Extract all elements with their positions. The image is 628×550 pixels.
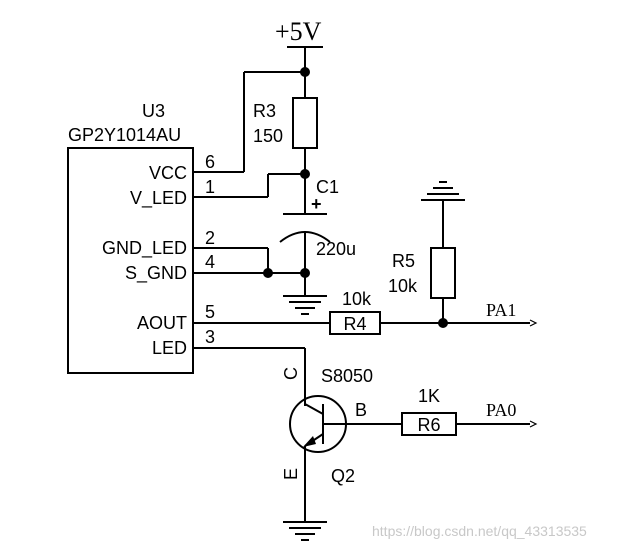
resistor-r6: R6 1K PA0 xyxy=(401,386,538,436)
net-label-pa1: PA1 xyxy=(486,300,516,320)
power-symbol-5v: +5V xyxy=(275,17,323,98)
r3-value: 150 xyxy=(253,126,283,146)
junction-dot xyxy=(300,67,310,77)
q2-pin-b: B xyxy=(355,400,367,420)
pin-name-v-led: V_LED xyxy=(130,188,187,209)
r6-value: 1K xyxy=(418,386,440,406)
pin-number-2: 2 xyxy=(205,228,215,248)
led-wire xyxy=(193,347,306,406)
r6-ref: R6 xyxy=(417,415,440,435)
q2-ref: Q2 xyxy=(331,466,355,486)
transistor-q2: S8050 Q2 B C E xyxy=(281,366,402,522)
pin-name-gnd-led: GND_LED xyxy=(102,238,187,259)
aout-wire: PA1 xyxy=(193,300,538,328)
pin-name-led: LED xyxy=(152,338,187,358)
watermark: https://blog.csdn.net/qq_43313535 xyxy=(372,523,587,539)
ground-symbol xyxy=(283,295,327,315)
ic-ref: U3 xyxy=(142,101,165,121)
resistor-r4: R4 10k xyxy=(329,289,381,335)
ic-u3: U3 GP2Y1014AU VCC V_LED GND_LED S_GND AO… xyxy=(67,101,215,374)
vcc-wire xyxy=(193,67,310,173)
r5-ref: R5 xyxy=(392,251,415,271)
c1-value: 220u xyxy=(316,239,356,259)
q2-part: S8050 xyxy=(321,366,373,386)
resistor-r5: R5 10k xyxy=(388,200,456,323)
ground-symbol xyxy=(421,181,465,201)
r4-ref: R4 xyxy=(343,314,366,334)
c1-ref: C1 xyxy=(316,177,339,197)
q2-pin-e: E xyxy=(281,468,301,480)
ic-part: GP2Y1014AU xyxy=(68,125,181,145)
v-led-wire xyxy=(193,169,310,198)
q2-pin-c: C xyxy=(281,367,301,380)
ground-pin-wires xyxy=(193,247,305,278)
ground-symbol xyxy=(283,521,327,541)
resistor-r3: R3 150 xyxy=(253,97,318,214)
pin-name-s-gnd: S_GND xyxy=(125,263,187,284)
r3-ref: R3 xyxy=(253,101,276,121)
net-label-pa0: PA0 xyxy=(486,400,516,420)
pin-number-1: 1 xyxy=(205,177,215,197)
pin-name-aout: AOUT xyxy=(137,313,187,333)
junction-dot xyxy=(300,169,310,179)
pin-number-5: 5 xyxy=(205,302,215,322)
r5-value: 10k xyxy=(388,276,418,296)
r4-value: 10k xyxy=(342,289,372,309)
pin-number-4: 4 xyxy=(205,252,215,272)
pin-number-6: 6 xyxy=(205,152,215,172)
capacitor-c1: C1 + 220u xyxy=(279,177,356,296)
pin-number-3: 3 xyxy=(205,327,215,347)
junction-dot xyxy=(263,268,273,278)
pin-name-vcc: VCC xyxy=(149,163,187,183)
power-label: +5V xyxy=(275,17,322,46)
c1-polarity: + xyxy=(311,194,322,214)
